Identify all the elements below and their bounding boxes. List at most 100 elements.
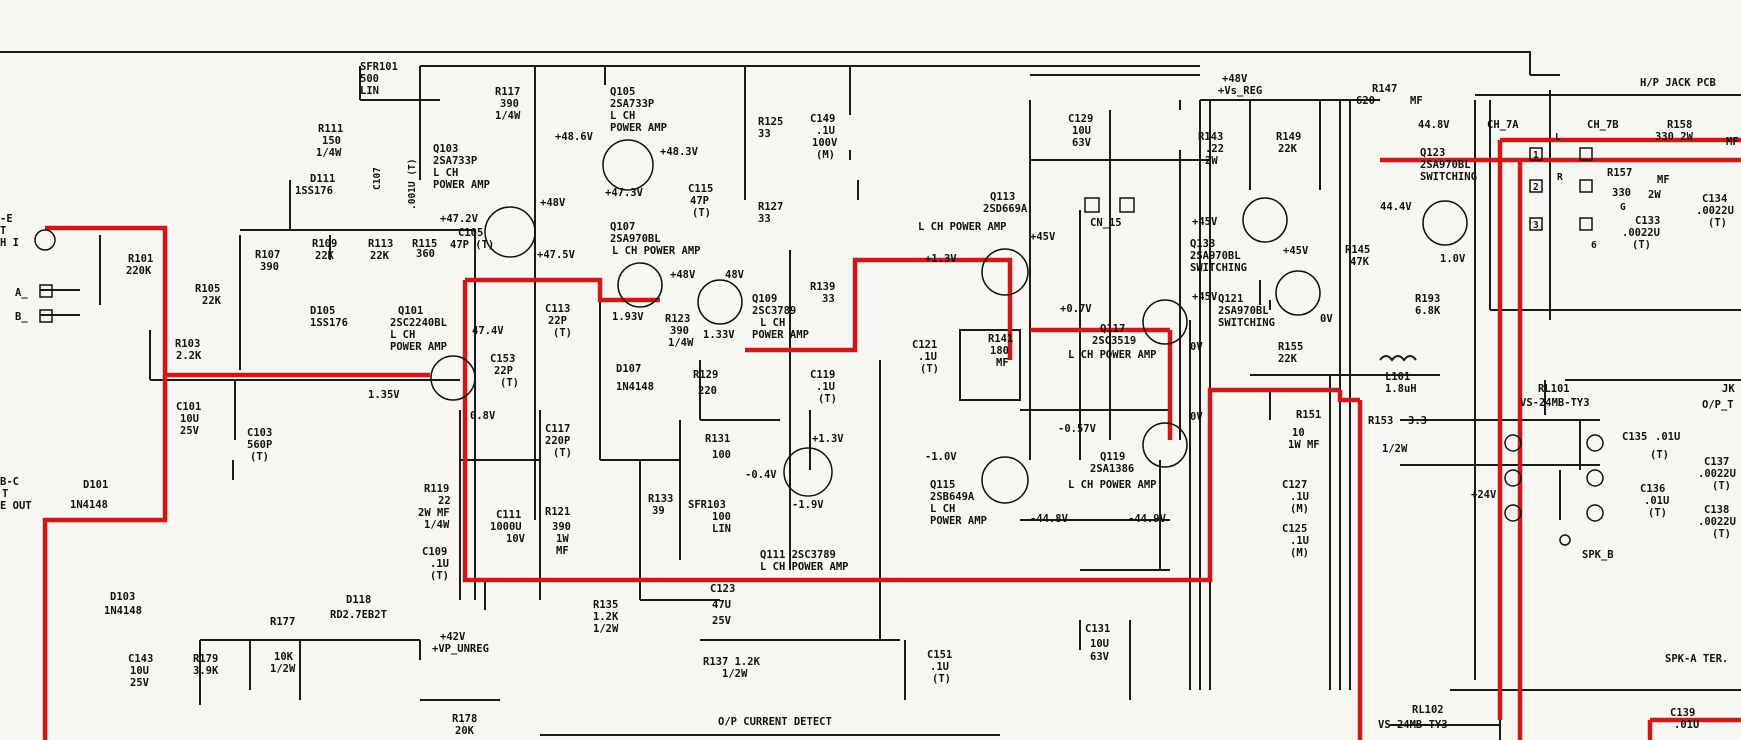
r151-value: 10 xyxy=(1292,427,1305,439)
r117-watt: 1/4W xyxy=(495,110,521,122)
q105-desc2: POWER AMP xyxy=(610,122,667,134)
c115-value: 47P xyxy=(690,195,709,207)
q111-label: Q111 2SC3789 xyxy=(760,549,836,561)
volt-48c: 48V xyxy=(725,269,745,281)
r109-label: R109 xyxy=(312,238,337,250)
r141-label: R141 xyxy=(988,333,1013,345)
c125-value: .1U xyxy=(1290,535,1309,547)
r113-value: 22K xyxy=(370,250,390,262)
volt-0a: 0V xyxy=(1190,341,1203,353)
r151-watt: 1W MF xyxy=(1288,439,1320,451)
r139-label: R139 xyxy=(810,281,835,293)
volt-neg-44-8: -44.8V xyxy=(1030,513,1069,525)
c117-label: C117 xyxy=(545,423,570,435)
r135-watt: 1/2W xyxy=(593,623,619,635)
r127-value: 33 xyxy=(758,213,771,225)
bc-t: T xyxy=(2,488,8,500)
r125-value: 33 xyxy=(758,128,771,140)
c137-tol: (T) xyxy=(1712,480,1731,492)
r131-value: 100 xyxy=(712,449,731,461)
c133-tol: (T) xyxy=(1632,239,1651,251)
q123-label: Q123 xyxy=(1420,147,1445,159)
r125-label: R125 xyxy=(758,116,783,128)
q109-transistor xyxy=(697,279,743,325)
c137-value: .0022U xyxy=(1698,468,1736,480)
q117-value: 2SC3519 xyxy=(1092,335,1136,347)
sfr103-label: SFR103 xyxy=(688,499,726,511)
c153-label: C153 xyxy=(490,353,515,365)
q103-transistor xyxy=(484,206,536,258)
rl101-label: RL101 xyxy=(1538,383,1570,395)
q111-desc: L CH POWER AMP xyxy=(760,561,849,573)
r123-label: R123 xyxy=(665,313,690,325)
r143-watt: 2W xyxy=(1205,155,1218,167)
q109-value: 2SC3789 xyxy=(752,305,796,317)
q113-desc: L CH POWER AMP xyxy=(918,221,1007,233)
volt-neg-1-0: -1.0V xyxy=(925,451,957,463)
sfr103-type: LIN xyxy=(712,523,731,535)
q109-label: Q109 xyxy=(752,293,777,305)
volt-47-3: +47.3V xyxy=(605,187,644,199)
q119-transistor xyxy=(1142,422,1188,468)
sfr101-type: LIN xyxy=(360,85,379,97)
q117-transistor xyxy=(1142,299,1188,345)
input-b-label: B_ xyxy=(15,311,28,323)
c136-value: .01U xyxy=(1644,495,1669,507)
c151-tol: (T) xyxy=(932,673,951,685)
c121-tol: (T) xyxy=(920,363,939,375)
r101-value: 220K xyxy=(126,265,152,277)
r149-value: 22K xyxy=(1278,143,1298,155)
q133-label: Q133 xyxy=(1190,238,1215,250)
c105-label: C105 xyxy=(458,227,483,239)
r119-label: R119 xyxy=(424,483,449,495)
q133-transistor xyxy=(1242,197,1288,243)
pin-2: 2 xyxy=(1533,182,1539,193)
sfr103-value: 100 xyxy=(712,511,731,523)
r153-label: R153 xyxy=(1368,415,1393,427)
input-a-label: A_ xyxy=(15,287,28,299)
volt-45a: +45V xyxy=(1030,231,1056,243)
q107-label: Q107 xyxy=(610,221,635,233)
rl102-label: RL102 xyxy=(1412,704,1444,716)
d118-label: D118 xyxy=(346,594,371,606)
q115-value: 2SB649A xyxy=(930,491,975,503)
r137-watt: 1/2W xyxy=(722,668,748,680)
r115-label: R115 xyxy=(412,238,437,250)
r178-value: 20K xyxy=(455,725,475,737)
r145-label: R145 xyxy=(1345,244,1370,256)
c129-label: C129 xyxy=(1068,113,1093,125)
c123-value: 47U xyxy=(712,599,731,611)
r133-label: R133 xyxy=(648,493,673,505)
c134-label: C134 xyxy=(1702,193,1727,205)
q113-transistor xyxy=(981,248,1029,296)
d101-value: 1N4148 xyxy=(70,499,108,511)
volt-neg-44-9: -44.9V xyxy=(1128,513,1167,525)
q133-value: 2SA970BL xyxy=(1190,250,1241,262)
r129-label: R129 xyxy=(693,369,718,381)
volt-0-57: -0.57V xyxy=(1058,423,1097,435)
component-labels: SFR101 500 LIN R111 150 1/4W D111 1SS176… xyxy=(0,61,1739,737)
c117-tol: (T) xyxy=(553,447,572,459)
r147-label: R147 xyxy=(1372,83,1397,95)
r103-value: 2.2K xyxy=(176,350,202,362)
q121-transistor xyxy=(1275,270,1321,316)
c138-label: C138 xyxy=(1704,504,1729,516)
d118-value: RD2.7EB2T xyxy=(330,609,387,621)
c103-label: C103 xyxy=(247,427,272,439)
q111-transistor xyxy=(783,447,833,497)
q121-value: 2SA970BL xyxy=(1218,305,1269,317)
volt-48-6: +48.6V xyxy=(555,131,594,143)
q123-desc: SWITCHING xyxy=(1420,171,1477,183)
r145-value: 47K xyxy=(1350,256,1370,268)
c151-value: .1U xyxy=(930,661,949,673)
q105-transistor xyxy=(602,139,654,191)
r101-label: R101 xyxy=(128,253,153,265)
q133-desc: SWITCHING xyxy=(1190,262,1247,274)
r109-value: 22K xyxy=(315,250,335,262)
c131-value: 10U xyxy=(1090,638,1109,650)
sfr101-label: SFR101 xyxy=(360,61,398,73)
volt-48a: +48V xyxy=(540,197,566,209)
q117-desc: L CH POWER AMP xyxy=(1068,349,1157,361)
rl102-value: VS-24MB-TY3 xyxy=(1378,719,1448,731)
